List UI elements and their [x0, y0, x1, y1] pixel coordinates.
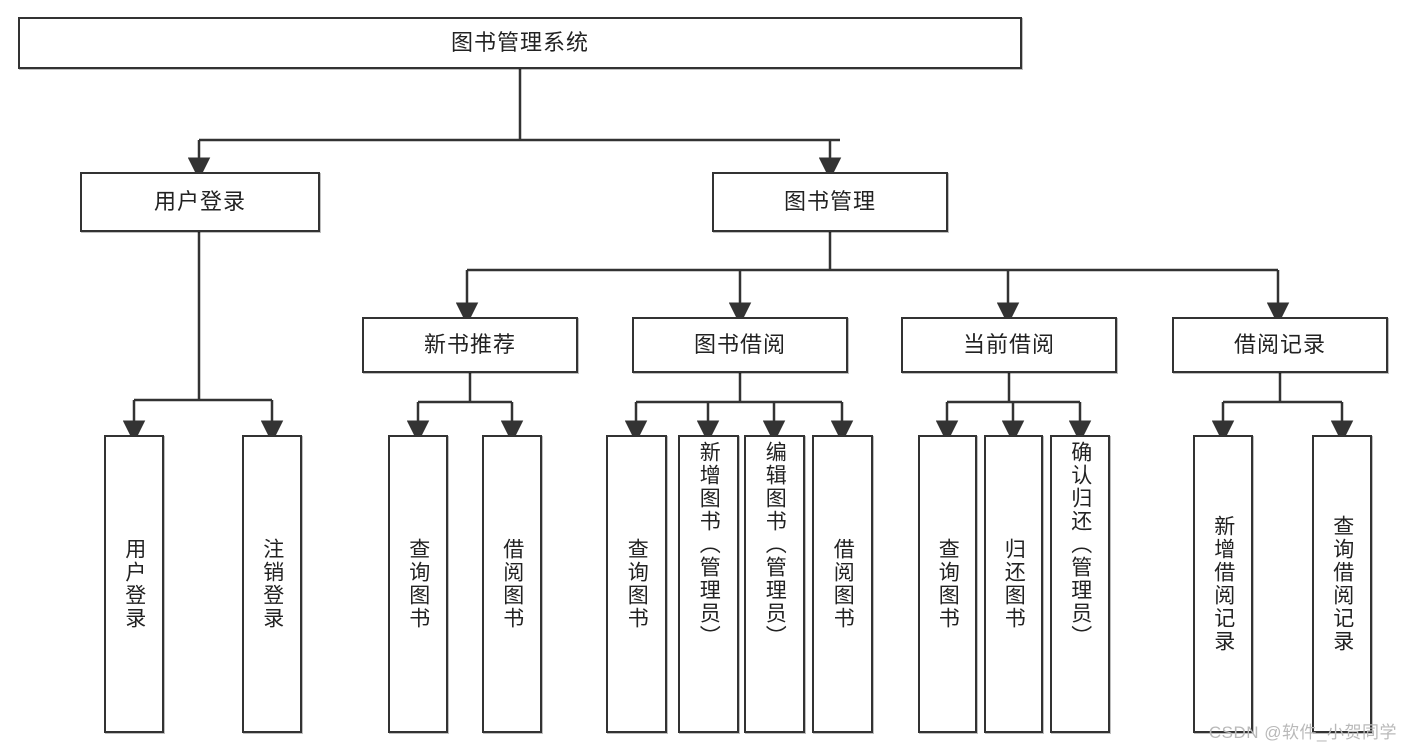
- leaf-query-book[interactable]: 查询图书: [606, 435, 667, 733]
- leaf-query-book-recommend[interactable]: 查询图书: [388, 435, 448, 733]
- leaf-return-book[interactable]: 归还图书: [984, 435, 1043, 733]
- leaf-edit-book-admin[interactable]: 编辑图书（管理员）: [744, 435, 805, 733]
- leaf-user-login[interactable]: 用户登录: [104, 435, 164, 733]
- leaf-borrow-book[interactable]: 借阅图书: [812, 435, 873, 733]
- node-book-borrow[interactable]: 图书借阅: [632, 317, 848, 373]
- watermark: CSDN @软件_小贺同学: [1208, 723, 1397, 742]
- node-current-borrow[interactable]: 当前借阅: [901, 317, 1117, 373]
- node-user-login[interactable]: 用户登录: [80, 172, 320, 232]
- node-borrow-record[interactable]: 借阅记录: [1172, 317, 1388, 373]
- node-new-book-recommend[interactable]: 新书推荐: [362, 317, 578, 373]
- node-book-manage[interactable]: 图书管理: [712, 172, 948, 232]
- node-root[interactable]: 图书管理系统: [18, 17, 1022, 69]
- leaf-query-borrow-record[interactable]: 查询借阅记录: [1312, 435, 1372, 733]
- leaf-borrow-book-recommend[interactable]: 借阅图书: [482, 435, 542, 733]
- leaf-query-book-current[interactable]: 查询图书: [918, 435, 977, 733]
- leaf-confirm-return-admin[interactable]: 确认归还（管理员）: [1050, 435, 1110, 733]
- leaf-logout[interactable]: 注销登录: [242, 435, 302, 733]
- leaf-add-borrow-record[interactable]: 新增借阅记录: [1193, 435, 1253, 733]
- leaf-add-book-admin[interactable]: 新增图书（管理员）: [678, 435, 739, 733]
